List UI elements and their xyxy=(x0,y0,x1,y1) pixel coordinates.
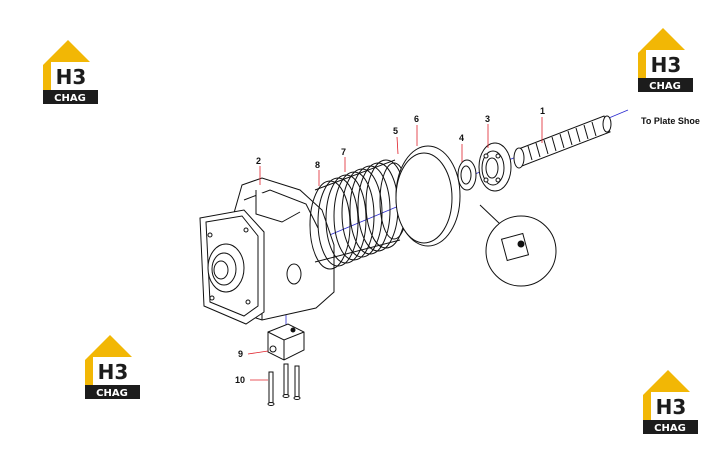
motor-flange xyxy=(199,209,265,325)
brand-logo-bottom-right: H3 CHAG xyxy=(643,370,698,434)
callout-3: 3 xyxy=(485,114,490,124)
brand-logo-bottom-left: H3 CHAG xyxy=(85,335,140,399)
spring-stack xyxy=(309,159,409,270)
logo-sub-text: CHAG xyxy=(96,388,128,399)
valve-block xyxy=(267,323,305,361)
callout-2: 2 xyxy=(256,156,261,166)
logo-main-text: H3 xyxy=(98,360,129,384)
detail-view xyxy=(479,204,557,287)
callout-10: 10 xyxy=(235,375,245,385)
bearing xyxy=(478,142,512,192)
logo-main-text: H3 xyxy=(651,53,682,77)
brand-logo-top-left: H3 CHAG xyxy=(43,40,98,104)
logo-main-text: H3 xyxy=(656,395,687,419)
leader-lines xyxy=(247,117,543,381)
logo-sub-text: CHAG xyxy=(654,423,686,434)
piston-disc xyxy=(395,145,461,247)
callout-5: 5 xyxy=(393,126,398,136)
splined-shaft xyxy=(513,115,612,169)
callout-6: 6 xyxy=(414,114,419,124)
logo-sub-text: CHAG xyxy=(54,93,86,104)
logo-main-text: H3 xyxy=(56,65,87,89)
callout-1: 1 xyxy=(540,106,545,116)
mounting-bolts xyxy=(267,363,301,406)
logo-sub-text: CHAG xyxy=(649,81,681,92)
callout-8: 8 xyxy=(315,160,320,170)
plate-shoe-note: To Plate Shoe xyxy=(641,116,700,126)
seal-ring xyxy=(457,159,477,191)
callout-9: 9 xyxy=(238,349,243,359)
callout-4: 4 xyxy=(459,133,464,143)
callout-7: 7 xyxy=(341,147,346,157)
brand-logo-top-right: H3 CHAG xyxy=(638,28,693,92)
